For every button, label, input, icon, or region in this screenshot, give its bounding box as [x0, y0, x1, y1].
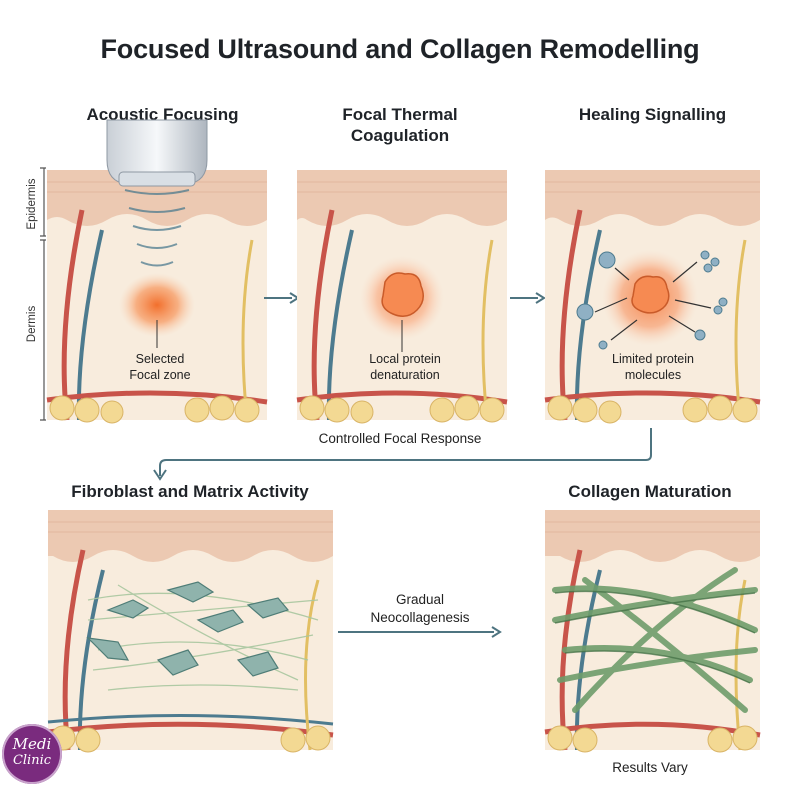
panel-2-title: Focal Thermal Coagulation	[300, 104, 500, 146]
results-note: Results Vary	[612, 760, 688, 775]
panel-3-label: Limited protein molecules	[593, 351, 713, 383]
panel-5-title: Collagen Maturation	[568, 482, 732, 501]
arrow-label: Gradual Neocollagenesis	[345, 591, 495, 627]
panel-2-label-line1: Local protein	[369, 352, 441, 366]
panel-1-label-line1: Selected	[135, 352, 185, 366]
panel-2-title-line1: Focal Thermal	[342, 105, 458, 124]
panel-2-label: Local protein denaturation	[345, 351, 465, 383]
skin-panel-5	[544, 510, 761, 753]
panel-2-label-line2: denaturation	[370, 368, 440, 382]
panel-2-title-line2: Coagulation	[350, 126, 450, 145]
arrow-2-to-3	[510, 292, 546, 304]
logo-line2: Clinic	[12, 753, 52, 768]
panel-4-title: Fibroblast and Matrix Activity	[71, 482, 309, 501]
arrow-4-to-5	[338, 626, 502, 638]
skin-panel-3	[544, 170, 761, 424]
skin-panel-1	[46, 170, 268, 424]
skin-panel-4	[47, 510, 334, 753]
connector-label: Controlled Focal Response	[318, 431, 482, 446]
clinic-logo: Medi Clinic	[2, 724, 62, 784]
panel-1-title: Acoustic Focusing	[86, 105, 239, 124]
panel-1-label: Selected Focal zone	[110, 351, 210, 383]
logo-line1: Medi	[12, 735, 52, 753]
panel-3-label-line2: molecules	[624, 368, 682, 382]
panel-1-label-line2: Focal zone	[129, 368, 191, 382]
panel-3-title: Healing Signalling	[578, 105, 727, 124]
arrow-label-line1: Gradual	[395, 592, 445, 607]
page-title: Focused Ultrasound and Collagen Remodell…	[100, 34, 700, 64]
ultrasound-transducer	[106, 119, 208, 187]
arrow-label-line2: Neocollagenesis	[370, 610, 470, 625]
panel-3-label-line1: Limited protein	[612, 352, 694, 366]
skin-panel-2	[296, 170, 508, 424]
